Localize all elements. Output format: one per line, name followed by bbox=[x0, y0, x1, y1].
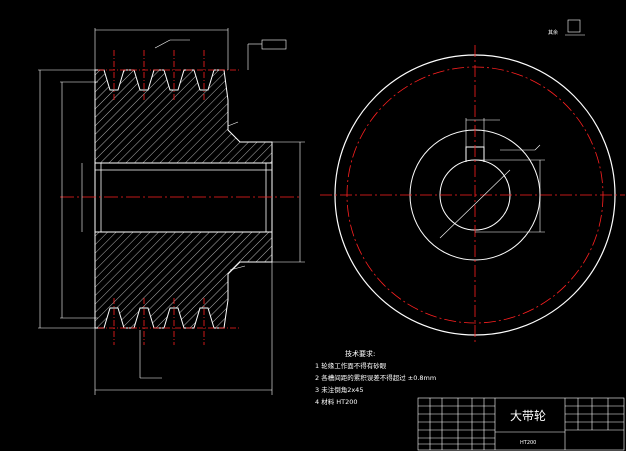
dimension-lines bbox=[38, 28, 305, 395]
datum-frame bbox=[261, 39, 287, 50]
roughness-note: 其余 bbox=[548, 29, 558, 36]
material-code: HT200 bbox=[520, 440, 536, 446]
requirement-3: 3 未注倒角2x45 bbox=[315, 385, 363, 394]
drawing-title: 大带轮 bbox=[510, 409, 546, 423]
title-block-grid-right bbox=[565, 398, 624, 431]
roughness-box-top bbox=[567, 19, 581, 33]
title-block-grid-left bbox=[418, 398, 495, 450]
section-view bbox=[38, 19, 581, 395]
requirement-4: 4 材料 HT200 bbox=[315, 397, 358, 406]
technical-requirements: 技术要求: 1 轮缘工作面不得有砂眼 2 各槽间距的累积误差不得超过 ±0.8m… bbox=[315, 349, 436, 406]
requirement-1: 1 轮缘工作面不得有砂眼 bbox=[315, 361, 387, 370]
requirement-2: 2 各槽间距的累积误差不得超过 ±0.8mm bbox=[315, 373, 436, 382]
groove-centerlines bbox=[98, 50, 240, 345]
bore bbox=[94, 162, 273, 233]
title-block bbox=[417, 397, 625, 451]
lower-section-body bbox=[94, 231, 273, 329]
upper-section-body bbox=[94, 69, 273, 164]
front-centerlines bbox=[320, 45, 625, 345]
requirements-heading: 技术要求: bbox=[345, 349, 375, 358]
front-dimensions bbox=[439, 34, 585, 239]
front-view bbox=[320, 34, 625, 345]
